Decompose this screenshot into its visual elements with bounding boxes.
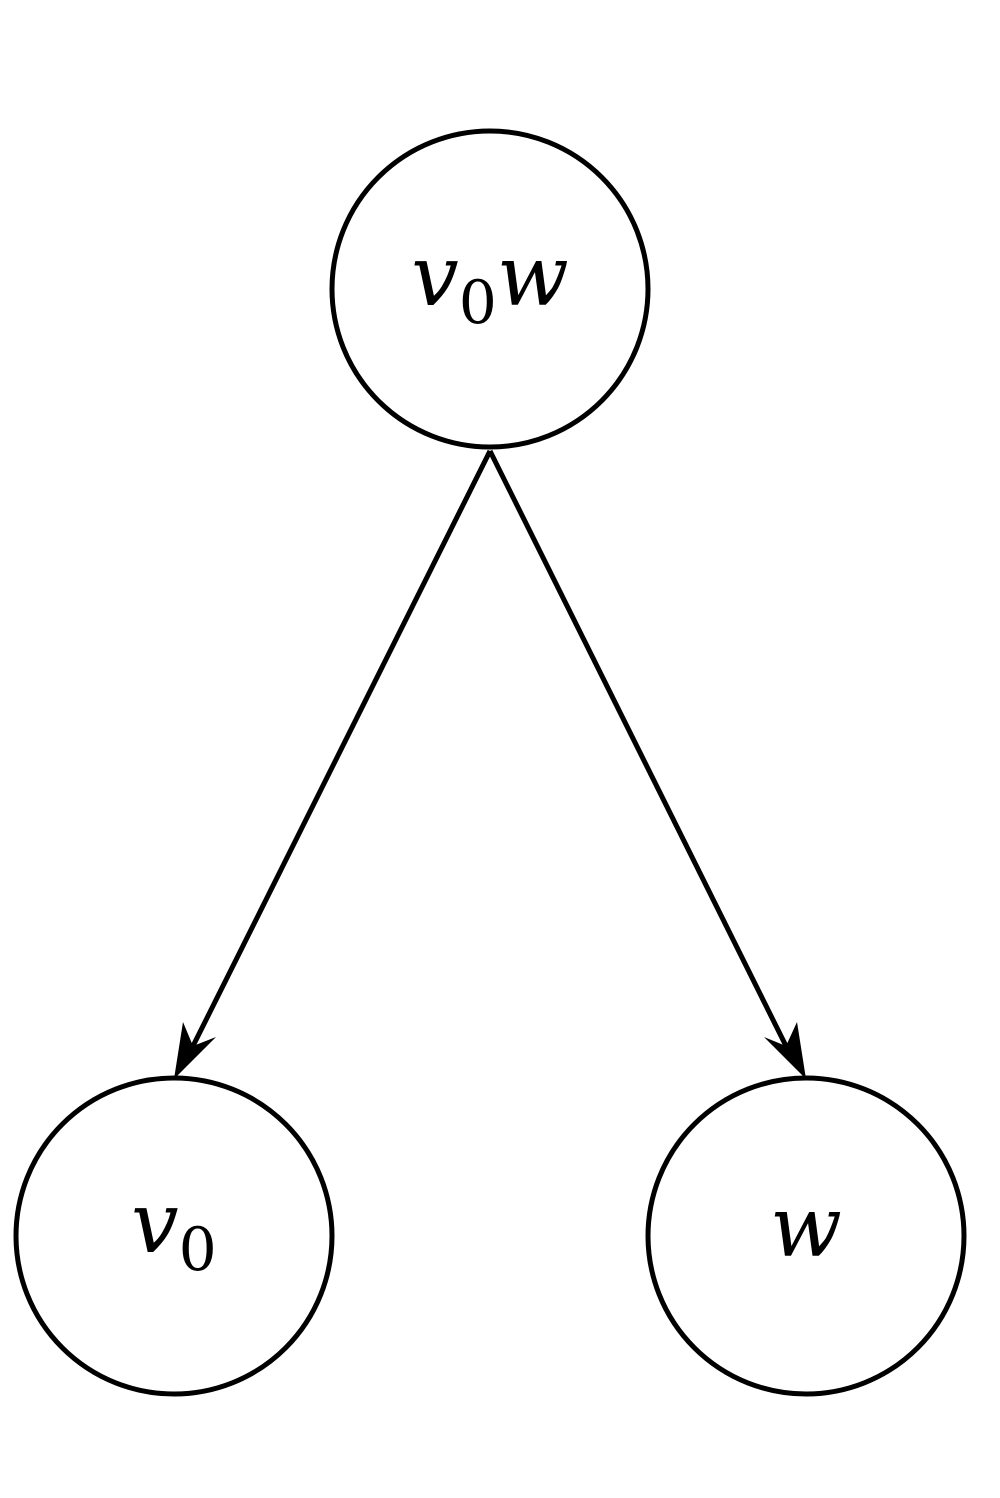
node-right-circle [645, 1075, 967, 1397]
edge-root-to-right [487, 449, 789, 1048]
edge-root-to-left-arrowhead [174, 1022, 216, 1079]
edge-root-to-left [190, 449, 493, 1048]
edge-root-to-right-arrowhead [764, 1022, 806, 1079]
node-left: v0 [13, 1075, 335, 1397]
node-right-label: w [770, 1178, 842, 1276]
node-root-label: v0w [411, 227, 569, 338]
node-root-label-subscript: 0 [459, 268, 497, 338]
node-left-label-subscript: 0 [179, 1215, 217, 1285]
node-left-label-v: v [131, 1174, 178, 1272]
edges [174, 449, 806, 1079]
node-root: v0w [329, 128, 651, 450]
node-left-label: v0 [131, 1174, 217, 1285]
node-root-label-w: w [497, 227, 569, 325]
node-root-label-v: v [411, 227, 458, 325]
node-right-label-w: w [770, 1178, 842, 1276]
node-right: w [645, 1075, 967, 1397]
node-root-circle [329, 128, 651, 450]
node-left-circle [13, 1075, 335, 1397]
